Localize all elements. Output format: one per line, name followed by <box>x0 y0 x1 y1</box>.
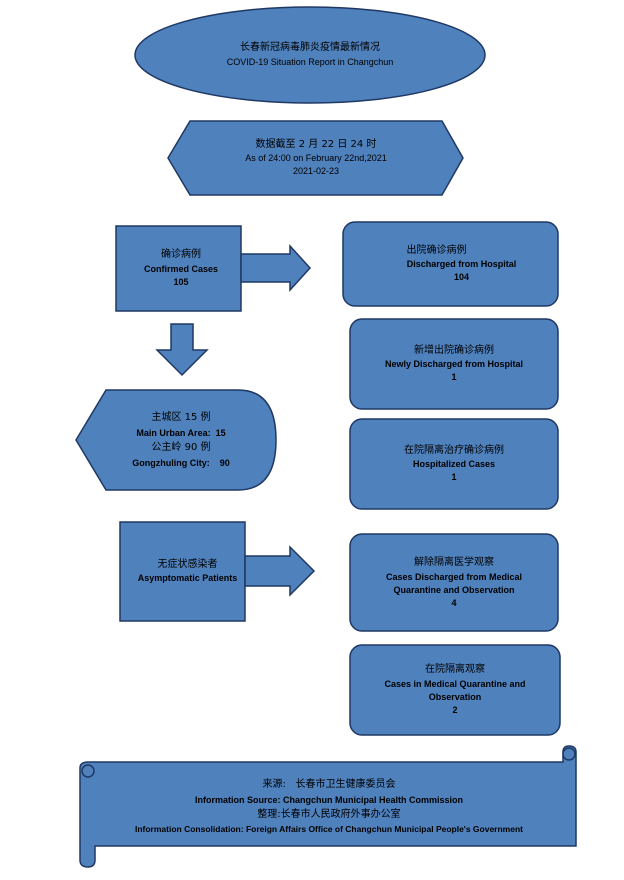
source-en: Information Source: Changchun Municipal … <box>194 795 464 805</box>
asymptomatic-zh: 无症状感染者 <box>157 558 218 570</box>
title-en: COVID-19 Situation Report in Changchun <box>226 56 394 67</box>
confirmed-text: 确诊病例 Confirmed Cases 105 <box>116 226 246 311</box>
date-hexagon <box>167 120 464 196</box>
asymptomatic-right-arrow <box>244 545 316 597</box>
newly-discharged-en: Newly Discharged from Hospital <box>384 359 524 370</box>
confirmed-en: Confirmed Cases <box>143 263 219 274</box>
in-observation-zh: 在院隔离观察 <box>425 664 485 676</box>
scroll-curl-left <box>81 764 95 778</box>
discharged-value: 104 <box>453 272 470 283</box>
consolidation-en: Information Consolidation: Foreign Affai… <box>134 824 523 835</box>
newly-discharged-box <box>349 318 559 410</box>
released-observation-zh: 解除隔离医学观察 <box>414 557 494 569</box>
consolidation-zh: 整理:长春市人民政府外事办公室 <box>257 809 401 821</box>
hospitalized-en: Hospitalized Cases <box>412 459 496 470</box>
in-observation-en-1: Cases in Medical Quarantine and <box>384 678 526 689</box>
in-observation-value: 2 <box>452 704 458 715</box>
newly-discharged-value: 1 <box>451 372 457 383</box>
confirmed-zh: 确诊病例 <box>161 249 201 261</box>
date-text: 数据截至 2 月 22 日 24 时 As of 24:00 on Februa… <box>190 130 442 186</box>
confirmed-box <box>115 225 242 312</box>
source-zh: 来源: 长春市卫生健康委员会 <box>262 779 396 790</box>
hospitalized-text: 在院隔离治疗确诊病例 Hospitalized Cases 1 <box>350 430 558 498</box>
down-arrow <box>155 323 209 377</box>
asymptomatic-en: Asymptomatic Patients <box>137 573 238 584</box>
discharged-en: Discharged from Hospital <box>406 259 517 270</box>
date-en: As of 24:00 on February 22nd,2021 <box>245 153 387 164</box>
asymptomatic-box <box>119 521 246 622</box>
in-observation-box <box>349 644 561 736</box>
newly-discharged-zh: 新增出院确诊病例 <box>414 344 494 356</box>
confirmed-right-arrow <box>240 244 312 292</box>
released-observation-text: 解除隔离医学观察 Cases Discharged from Medical Q… <box>350 544 558 622</box>
title-zh: 长春新冠病毒肺炎疫情最新情况 <box>240 42 380 54</box>
hospitalized-value: 1 <box>451 472 457 483</box>
gongzhuling-en: Gongzhuling City: 90 <box>132 458 230 468</box>
in-observation-en-2: Observation <box>428 691 482 702</box>
gongzhuling-zh: 公主岭 90 例 <box>151 442 211 453</box>
confirmed-value: 105 <box>173 276 189 287</box>
scroll-curl-top <box>562 747 576 761</box>
released-observation-value: 4 <box>451 597 457 608</box>
released-observation-box <box>349 533 559 632</box>
source-scroll-banner <box>79 745 577 868</box>
newly-discharged-text: 新增出院确诊病例 Newly Discharged from Hospital … <box>350 330 558 398</box>
hospitalized-zh: 在院隔离治疗确诊病例 <box>404 444 504 456</box>
in-observation-text: 在院隔离观察 Cases in Medical Quarantine and O… <box>350 652 560 728</box>
discharged-box <box>342 221 559 307</box>
date-value: 2021-02-23 <box>292 166 340 177</box>
source-text: 来源: 长春市卫生健康委员会 Information Source: Chang… <box>95 770 563 844</box>
main-urban-zh: 主城区 15 例 <box>151 411 211 423</box>
title-ellipse <box>134 6 486 104</box>
asymptomatic-text: 无症状感染者 Asymptomatic Patients <box>120 522 255 621</box>
date-zh: 数据截至 2 月 22 日 24 时 <box>255 138 377 150</box>
regions-display-shape <box>75 389 277 491</box>
discharged-text: 出院确诊病例 Discharged from Hospital 104 <box>343 230 580 298</box>
main-urban-en: Main Urban Area: 15 <box>136 427 226 438</box>
released-observation-en-1: Cases Discharged from Medical <box>385 571 523 582</box>
title-text: 长春新冠病毒肺炎疫情最新情况 COVID-19 Situation Report… <box>160 35 460 75</box>
released-observation-en-2: Quarantine and Observation <box>393 584 515 595</box>
regions-text: 主城区 15 例 Main Urban Area: 15 公主岭 90 例 Go… <box>106 400 256 480</box>
hospitalized-box <box>349 418 559 510</box>
discharged-zh: 出院确诊病例 <box>406 244 467 256</box>
